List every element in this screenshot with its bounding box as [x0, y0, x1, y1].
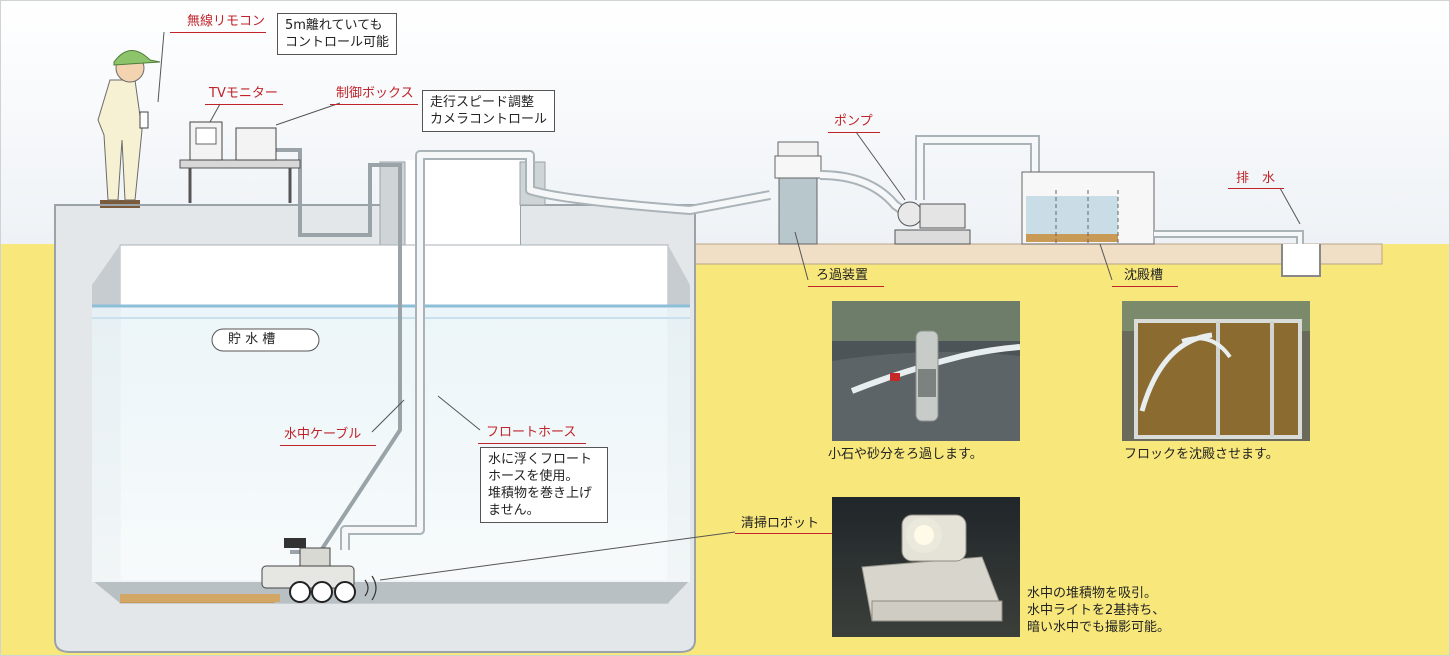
- label-tank-name: 貯 水 槽: [228, 332, 276, 347]
- robot-caption-line-3: 暗い水中でも撮影可能。: [1027, 620, 1171, 635]
- float-note-line-2: ホースを使用。: [488, 469, 579, 484]
- label-settling-tank: 沈殿槽: [1124, 268, 1164, 283]
- settling-photo: [1122, 301, 1310, 441]
- filter-photo: [832, 301, 1020, 441]
- float-note-line-3: 堆積物を巻き上げ: [488, 486, 593, 501]
- control-note-line-2: カメラコントロール: [430, 112, 548, 127]
- monitor-table: [179, 121, 301, 203]
- remote-note-line-2: コントロール可能: [285, 35, 390, 50]
- label-remote: 無線リモコン: [187, 14, 266, 29]
- label-drain: 排 水: [1236, 171, 1276, 186]
- control-note: 走行スピード調整 カメラコントロール: [422, 90, 556, 132]
- drain-gutter: [1281, 244, 1321, 277]
- float-note-line-4: ません。: [488, 503, 540, 518]
- label-control-box: 制御ボックス: [336, 86, 414, 101]
- underwater-cable: [275, 148, 402, 554]
- tank-name-pill: [211, 328, 320, 352]
- control-note-line-1: 走行スピード調整: [430, 95, 535, 110]
- label-filter: ろ過装置: [816, 268, 869, 283]
- label-robot: 清掃ロボット: [741, 516, 820, 531]
- robot-caption-line-2: 水中ライトを2基持ち、: [1027, 603, 1166, 618]
- robot-photo: [832, 497, 1020, 637]
- pump: [894, 201, 971, 245]
- label-tv-monitor: TVモニター: [209, 86, 278, 101]
- surface-slab: [693, 243, 1383, 265]
- settling-tank-shape: [1021, 171, 1155, 245]
- label-float-hose: フロートホース: [486, 425, 577, 440]
- operator-figure: [97, 50, 161, 208]
- label-underwater-cable: 水中ケーブル: [284, 427, 362, 442]
- cleaning-robot: [261, 538, 377, 603]
- remote-note-line-1: 5m離れていても: [285, 18, 383, 33]
- label-pump: ポンプ: [834, 114, 873, 129]
- filter-device: [774, 141, 822, 245]
- remote-note: 5m離れていても コントロール可能: [277, 13, 398, 55]
- float-note-line-1: 水に浮くフロート: [488, 452, 593, 467]
- float-note: 水に浮くフロート ホースを使用。 堆積物を巻き上げ ません。: [480, 447, 608, 523]
- filter-photo-caption: 小石や砂分をろ過します。: [828, 447, 983, 462]
- robot-caption-line-1: 水中の堆積物を吸引。: [1027, 586, 1158, 601]
- robot-photo-caption: 水中の堆積物を吸引。 水中ライトを2基持ち、 暗い水中でも撮影可能。: [1027, 585, 1170, 636]
- settling-photo-caption: フロックを沈殿させます。: [1124, 447, 1279, 462]
